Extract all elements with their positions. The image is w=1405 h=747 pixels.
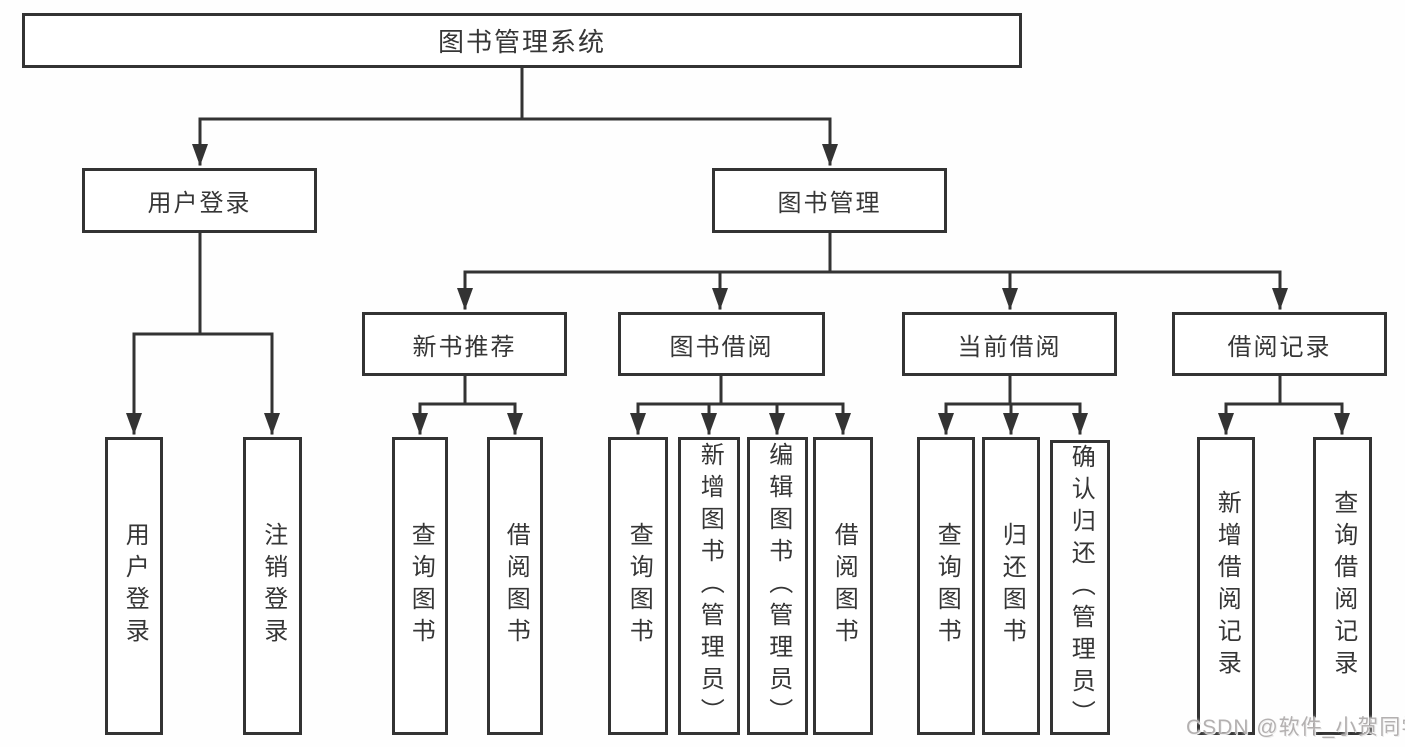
leaf-cb-query-books: 查询图书 [917, 437, 975, 735]
leaf-bb-add-books-admin-label: 新增图书（管理员） [696, 442, 724, 730]
leaf-bb-edit-books-admin: 编辑图书（管理员） [747, 437, 808, 735]
leaf-nb-borrow-books: 借阅图书 [487, 437, 543, 735]
leaf-br-add-record: 新增借阅记录 [1197, 437, 1255, 735]
csdn-watermark: CSDN @软件_小贺同学 [1186, 716, 1405, 739]
node-current-borrow: 当前借阅 [902, 312, 1117, 376]
node-book-management-label: 图书管理 [777, 190, 882, 217]
leaf-bb-borrow-books: 借阅图书 [813, 437, 873, 735]
node-book-borrow-label: 图书借阅 [669, 333, 774, 361]
connector-book-mgmt-split [457, 231, 1288, 310]
leaf-logout: 注销登录 [243, 437, 302, 735]
leaf-user-login: 用户登录 [105, 437, 163, 735]
connector-borrow-records-split [1218, 374, 1350, 435]
leaf-bb-add-books-admin: 新增图书（管理员） [678, 437, 740, 735]
leaf-logout-label: 注销登录 [259, 522, 287, 650]
node-new-book-recommend: 新书推荐 [362, 312, 567, 376]
leaf-bb-query-books: 查询图书 [608, 437, 668, 735]
leaf-cb-return-books-label: 归还图书 [998, 522, 1026, 650]
leaf-br-query-record-label: 查询借阅记录 [1329, 490, 1357, 682]
leaf-bb-edit-books-admin-label: 编辑图书（管理员） [764, 442, 792, 730]
leaf-nb-borrow-books-label: 借阅图书 [502, 522, 530, 650]
connector-user-login-split [126, 231, 280, 435]
connector-root-split [192, 66, 838, 166]
connector-new-book-split [412, 374, 523, 435]
node-user-login-label: 用户登录 [147, 190, 252, 217]
node-root-label: 图书管理系统 [437, 27, 606, 57]
node-root: 图书管理系统 [22, 13, 1022, 68]
node-current-borrow-label: 当前借阅 [957, 333, 1062, 361]
node-book-management: 图书管理 [712, 168, 947, 233]
leaf-cb-query-books-label: 查询图书 [933, 522, 961, 650]
leaf-br-add-record-label: 新增借阅记录 [1213, 490, 1241, 682]
leaf-cb-return-books: 归还图书 [982, 437, 1040, 735]
leaf-bb-query-books-label: 查询图书 [625, 522, 653, 650]
connector-book-borrow-split [630, 374, 851, 435]
node-borrow-records-label: 借阅记录 [1227, 333, 1332, 361]
leaf-bb-borrow-books-label: 借阅图书 [830, 522, 858, 650]
node-new-book-recommend-label: 新书推荐 [412, 333, 517, 361]
leaf-cb-confirm-return-admin: 确认归还（管理员） [1050, 440, 1110, 735]
leaf-nb-query-books-label: 查询图书 [407, 522, 435, 650]
leaf-nb-query-books: 查询图书 [392, 437, 448, 735]
node-user-login: 用户登录 [82, 168, 317, 233]
connector-current-borrow-split [938, 374, 1088, 435]
leaf-user-login-label: 用户登录 [121, 522, 149, 650]
node-borrow-records: 借阅记录 [1172, 312, 1387, 376]
node-book-borrow: 图书借阅 [618, 312, 825, 376]
leaf-cb-confirm-return-admin-label: 确认归还（管理员） [1067, 443, 1095, 732]
leaf-br-query-record: 查询借阅记录 [1313, 437, 1372, 735]
